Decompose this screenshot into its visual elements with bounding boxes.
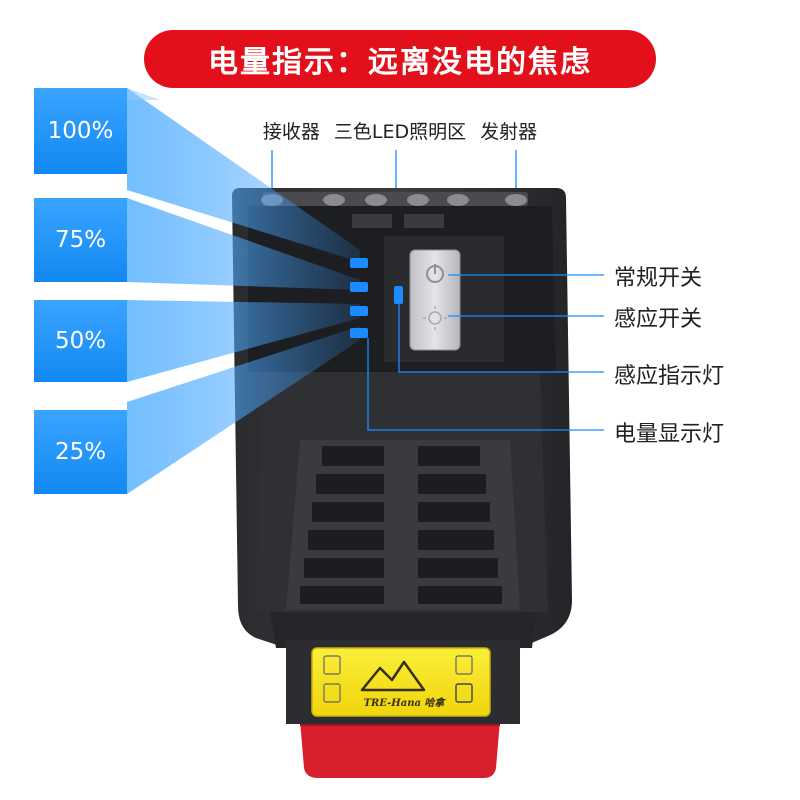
battery-level-label: 50% <box>54 328 107 354</box>
brand-logo-text: TRE-Hana 哈拿 <box>363 698 445 709</box>
vent-grille-right <box>418 446 502 604</box>
battery-level-label: 100% <box>47 118 114 144</box>
headline-banner: 电量指示：远离没电的焦虑 <box>144 30 656 88</box>
power-icon <box>426 264 444 283</box>
battery-level-50: 50% <box>34 300 127 382</box>
mountain-logo-icon <box>360 660 426 692</box>
top-label-row: 接收器 三色LED照明区 发射器 <box>0 117 800 144</box>
battery-indicator-leds <box>350 258 368 338</box>
sensor-indicator-label: 感应指示灯 <box>614 364 725 389</box>
battery-level-label: 25% <box>54 439 107 465</box>
sensor-switch-label: 感应开关 <box>614 307 703 332</box>
switch-panel <box>409 249 461 351</box>
yellow-logo-panel <box>311 647 491 717</box>
battery-level-100: 100% <box>34 88 127 174</box>
battery-level-75: 75% <box>34 198 127 282</box>
receiver-label: 接收器 <box>262 121 320 143</box>
led-emitter-row <box>261 192 528 206</box>
sensor-icon <box>423 306 447 330</box>
led-area-label: 三色LED照明区 <box>333 121 467 143</box>
headline-text: 电量指示：远离没电的焦虑 <box>208 45 592 80</box>
vent-grille-left <box>300 446 384 604</box>
battery-level-label: 75% <box>54 227 107 253</box>
battery-indicator-label: 电量显示灯 <box>614 422 725 447</box>
battery-level-25: 25% <box>34 410 127 494</box>
battery-beams <box>34 88 360 494</box>
red-clip <box>300 720 500 778</box>
sensor-indicator-led <box>394 286 403 304</box>
normal-switch-label: 常规开关 <box>614 266 703 291</box>
emitter-label: 发射器 <box>480 121 538 143</box>
callout-lines <box>271 150 604 431</box>
